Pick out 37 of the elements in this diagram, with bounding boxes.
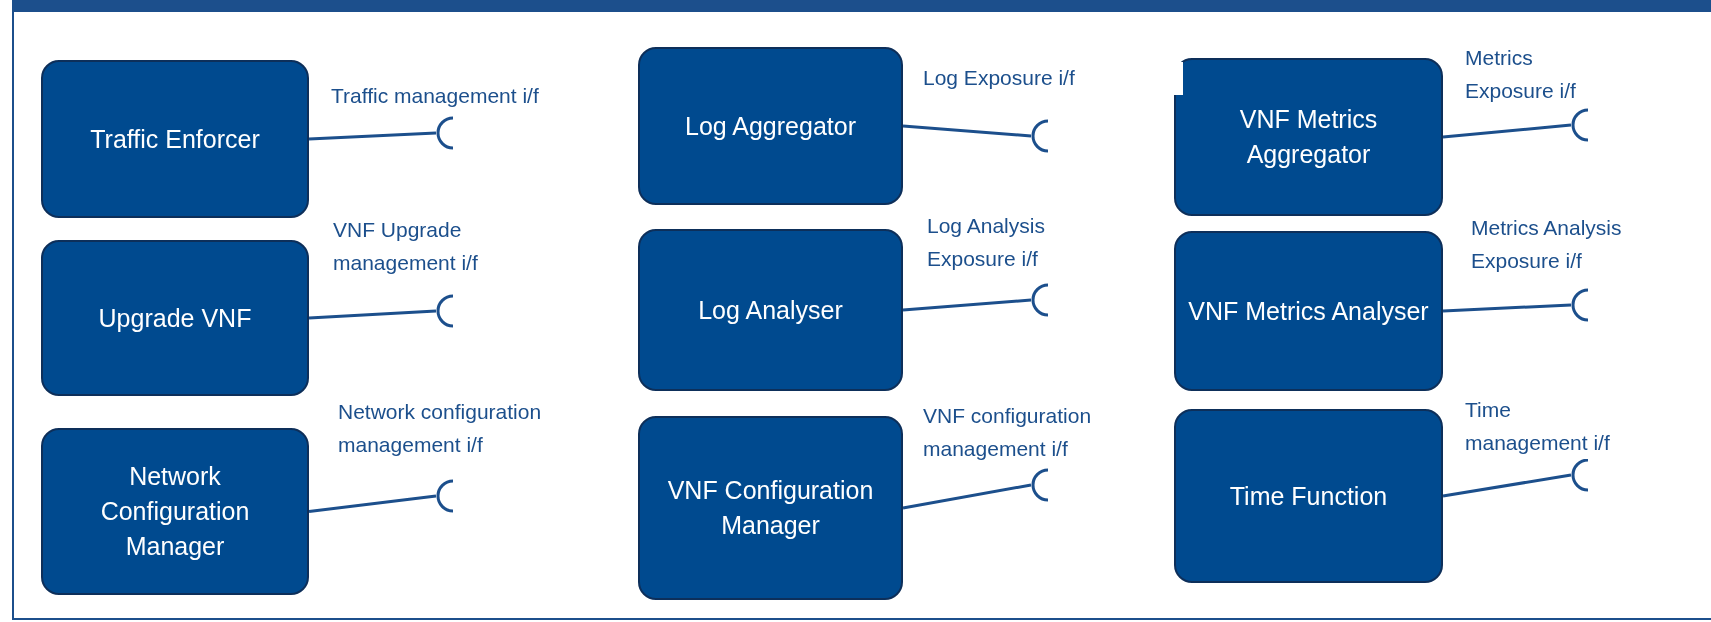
connector-line xyxy=(1442,123,1572,139)
component-box xyxy=(1174,409,1443,583)
interface-socket xyxy=(1571,458,1589,492)
interface-socket xyxy=(436,479,454,513)
component-name: Network Configuration Manager xyxy=(99,461,251,562)
interface-socket xyxy=(1571,288,1589,322)
connector-line xyxy=(308,494,437,513)
component-name: Upgrade VNF xyxy=(98,302,252,334)
interface-socket xyxy=(1031,468,1049,502)
component-box xyxy=(638,47,903,205)
component-name: VNF Metrics Aggregator xyxy=(1238,104,1379,170)
interface-socket xyxy=(436,116,454,150)
interface-socket xyxy=(1031,283,1049,317)
interface-socket xyxy=(436,294,454,328)
component-name: VNF Configuration Manager xyxy=(666,475,875,541)
connector-line xyxy=(1442,473,1572,498)
component-box xyxy=(41,60,309,218)
interface-socket xyxy=(1571,108,1589,142)
connector-line xyxy=(902,124,1032,138)
component-name: Time Function xyxy=(1229,480,1388,512)
connector-line xyxy=(1442,303,1572,313)
component-name: VNF Metrics Analyser xyxy=(1188,295,1429,327)
component-box xyxy=(638,229,903,391)
component-name: Log Aggregator xyxy=(685,110,856,142)
connector-line xyxy=(308,131,437,141)
component-box xyxy=(638,416,903,600)
component-box xyxy=(1174,231,1443,391)
interface-socket xyxy=(1031,119,1049,153)
component-box xyxy=(41,240,309,396)
connector-line xyxy=(902,483,1032,510)
edge-label: Log Exposure i/f xyxy=(923,62,1183,95)
component-name: Log Analyser xyxy=(698,294,843,326)
connector-line xyxy=(308,309,437,320)
connector-line xyxy=(902,298,1032,312)
component-box xyxy=(41,428,309,595)
component-name: Traffic Enforcer xyxy=(90,123,260,155)
component-box xyxy=(1174,58,1443,216)
